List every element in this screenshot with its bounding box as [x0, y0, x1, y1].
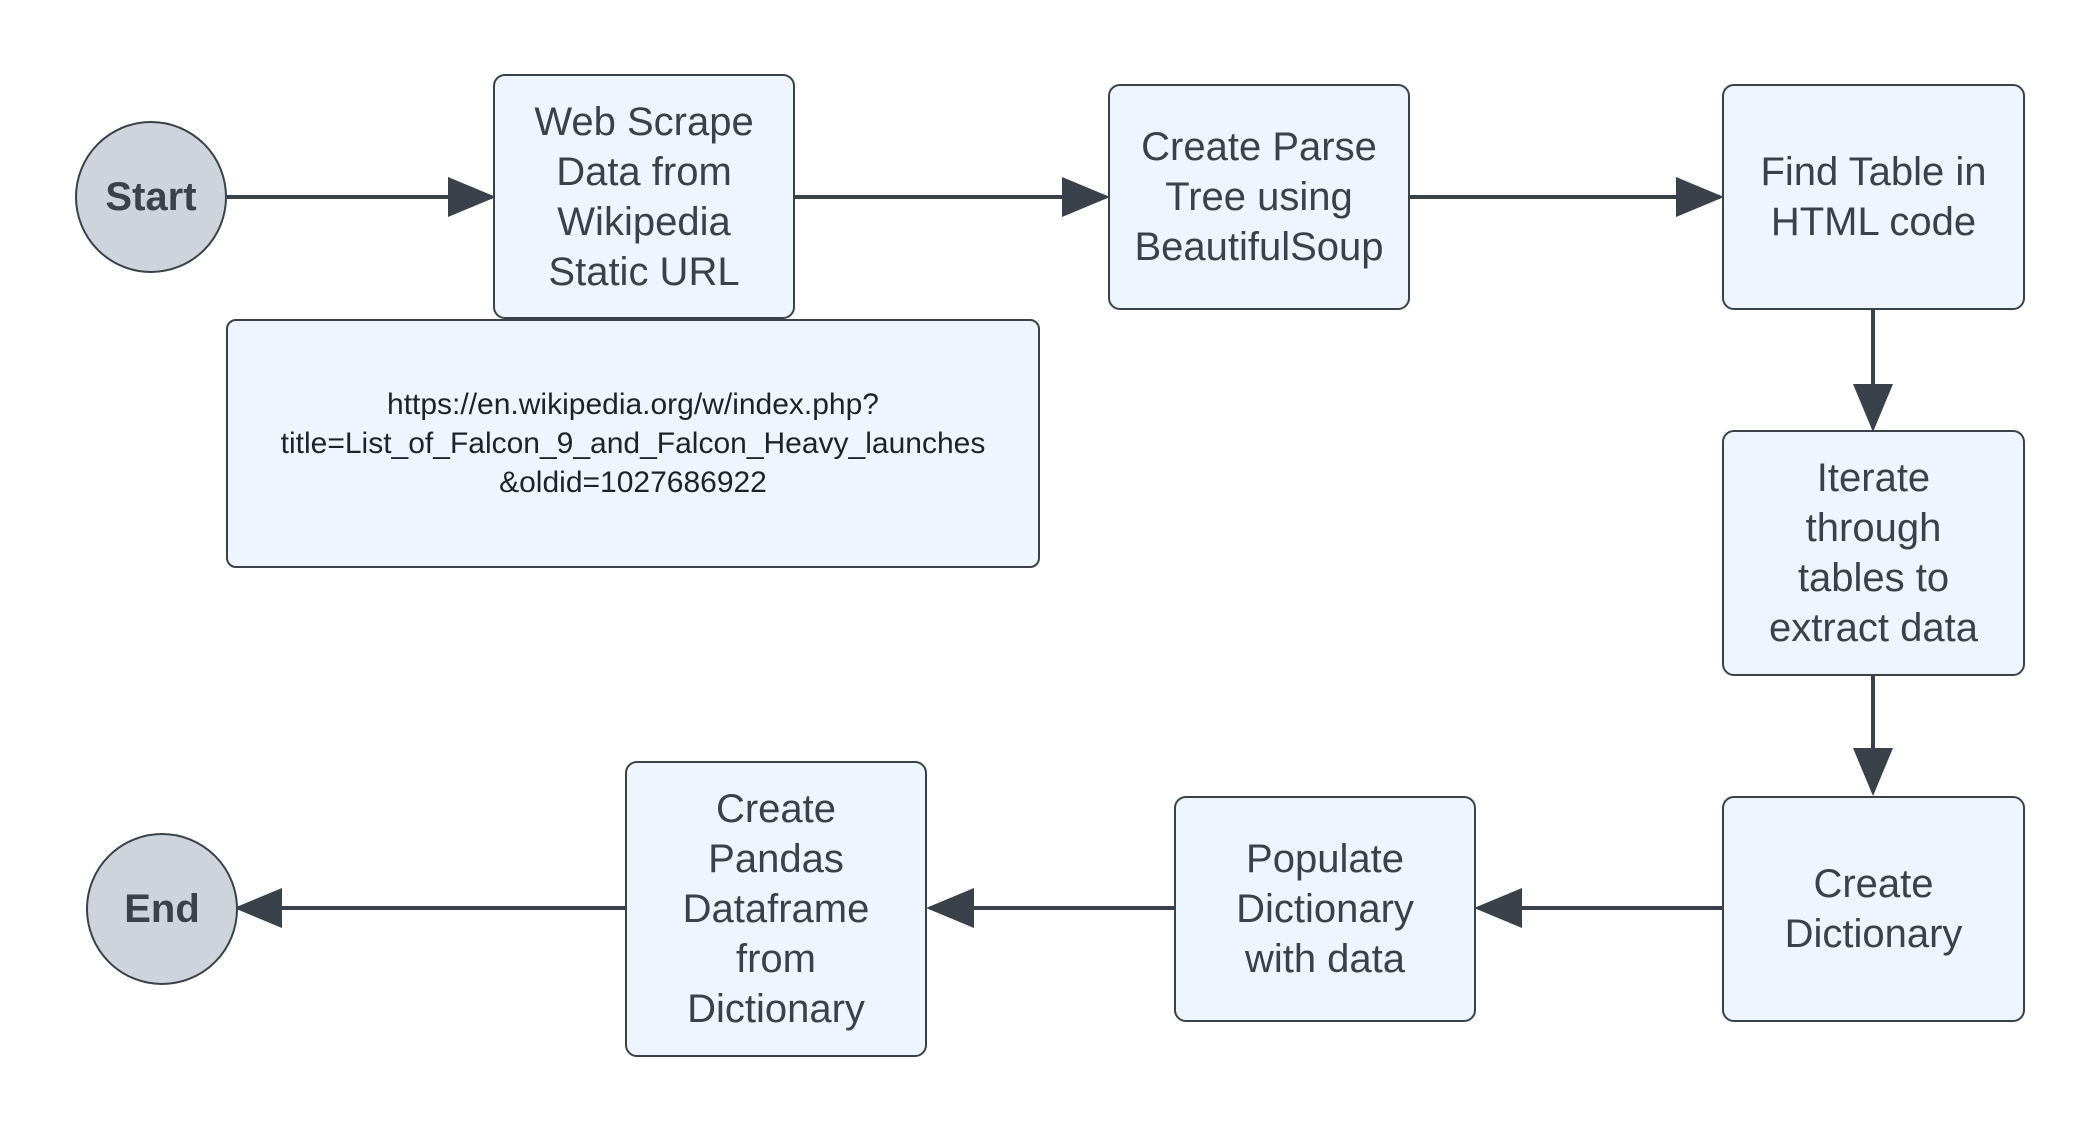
parse-tree-node: Create Parse Tree using BeautifulSoup: [1108, 84, 1410, 310]
iterate-tables-node: Iterate through tables to extract data: [1722, 430, 2025, 676]
find-table-node: Find Table in HTML code: [1722, 84, 2025, 310]
web-scrape-node: Web Scrape Data from Wikipedia Static UR…: [493, 74, 795, 319]
create-dictionary-node: Create Dictionary: [1722, 796, 2025, 1022]
create-dataframe-node: Create Pandas Dataframe from Dictionary: [625, 761, 927, 1057]
url-note: https://en.wikipedia.org/w/index.php? ti…: [226, 319, 1040, 568]
end-node: End: [86, 833, 238, 985]
populate-dictionary-node: Populate Dictionary with data: [1174, 796, 1476, 1022]
start-node: Start: [75, 121, 227, 273]
